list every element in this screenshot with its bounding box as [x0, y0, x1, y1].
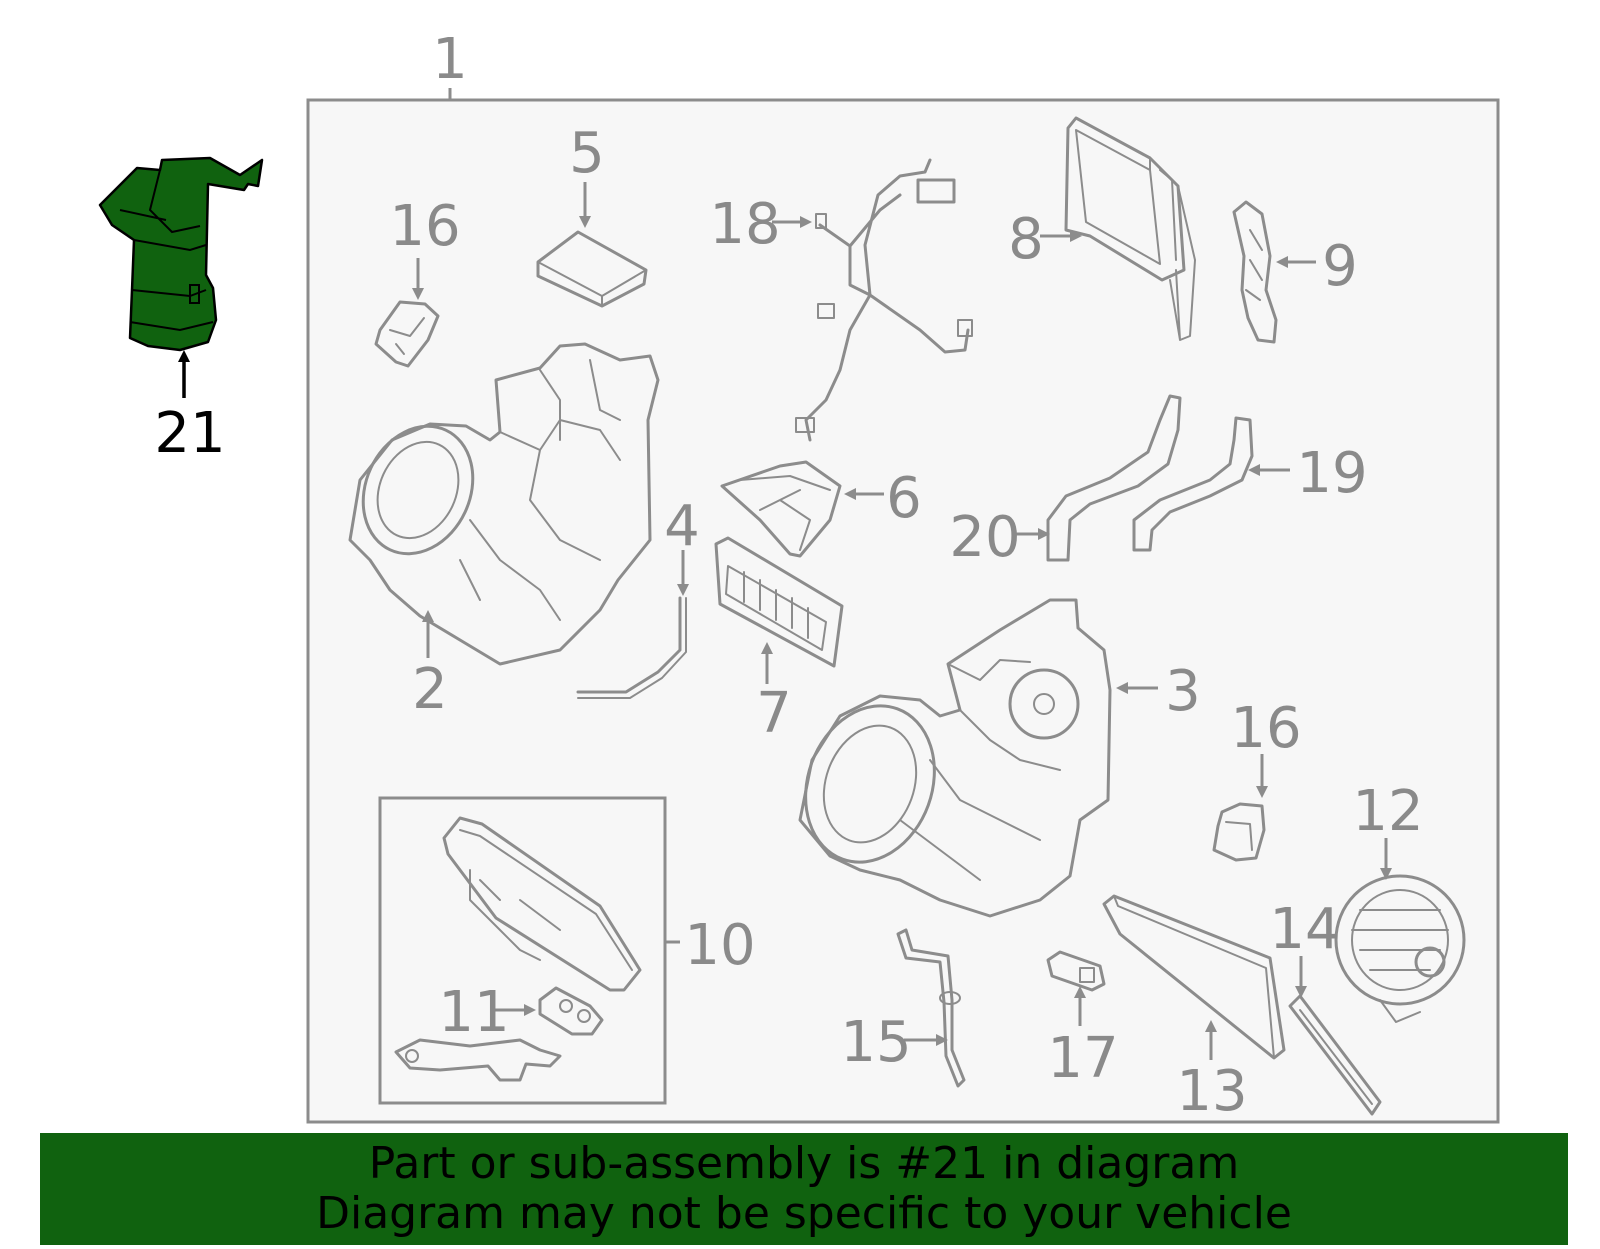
callout-9: 9: [1322, 234, 1358, 299]
part-21-duct[interactable]: [98, 156, 264, 352]
banner-line-2: Diagram may not be specific to your vehi…: [316, 1188, 1292, 1239]
callout-20: 20: [949, 505, 1020, 570]
part-10-heater-core[interactable]: [442, 816, 642, 992]
callout-10: 10: [684, 913, 755, 978]
callout-21: 21: [154, 401, 225, 466]
callout-14: 14: [1269, 897, 1340, 962]
callout-4: 4: [664, 494, 700, 559]
part-16-actuator-a[interactable]: [374, 300, 440, 368]
info-banner: Part or sub-assembly is #21 in diagram D…: [40, 1133, 1568, 1245]
part-9-seal[interactable]: [1232, 200, 1278, 344]
part-18-wiring-harness[interactable]: [795, 158, 973, 442]
part-2-hvac-housing[interactable]: [343, 342, 660, 666]
callout-16-right: 16: [1230, 696, 1301, 761]
part-19-hose[interactable]: [1132, 416, 1254, 552]
part-5-cover[interactable]: [536, 230, 648, 308]
part-3-blower-housing[interactable]: [784, 598, 1112, 918]
part-12-blower-motor[interactable]: [1334, 874, 1466, 1023]
part-16-actuator-b[interactable]: [1212, 802, 1266, 862]
banner-line-1: Part or sub-assembly is #21 in diagram: [368, 1138, 1240, 1189]
inset-box: [378, 796, 667, 1105]
part-7-cabin-filter[interactable]: [714, 536, 844, 668]
callout-19: 19: [1296, 441, 1367, 506]
part-6-duct[interactable]: [720, 460, 842, 558]
callout-8: 8: [1008, 207, 1044, 272]
callout-2: 2: [412, 657, 448, 722]
callout-7: 7: [756, 681, 792, 746]
callout-15: 15: [840, 1010, 911, 1075]
callout-11: 11: [438, 980, 509, 1045]
callout-18: 18: [709, 192, 780, 257]
assembly-frame: [306, 98, 1500, 1124]
callout-1: 1: [432, 27, 468, 92]
part-20-hose[interactable]: [1046, 394, 1182, 562]
part-14-plate[interactable]: [1288, 994, 1382, 1116]
part-11-fitting[interactable]: [394, 986, 604, 1082]
callout-17: 17: [1047, 1026, 1118, 1091]
callout-6: 6: [886, 466, 922, 531]
callout-12: 12: [1352, 779, 1423, 844]
part-4-drain-hose[interactable]: [576, 596, 687, 699]
callout-5: 5: [569, 121, 605, 186]
part-15-pipe[interactable]: [896, 928, 966, 1088]
callout-16-top: 16: [389, 194, 460, 259]
callout-13: 13: [1176, 1059, 1247, 1124]
callout-3: 3: [1165, 659, 1201, 724]
part-13-filter[interactable]: [1102, 894, 1286, 1060]
part-17-sensor[interactable]: [1046, 950, 1106, 992]
